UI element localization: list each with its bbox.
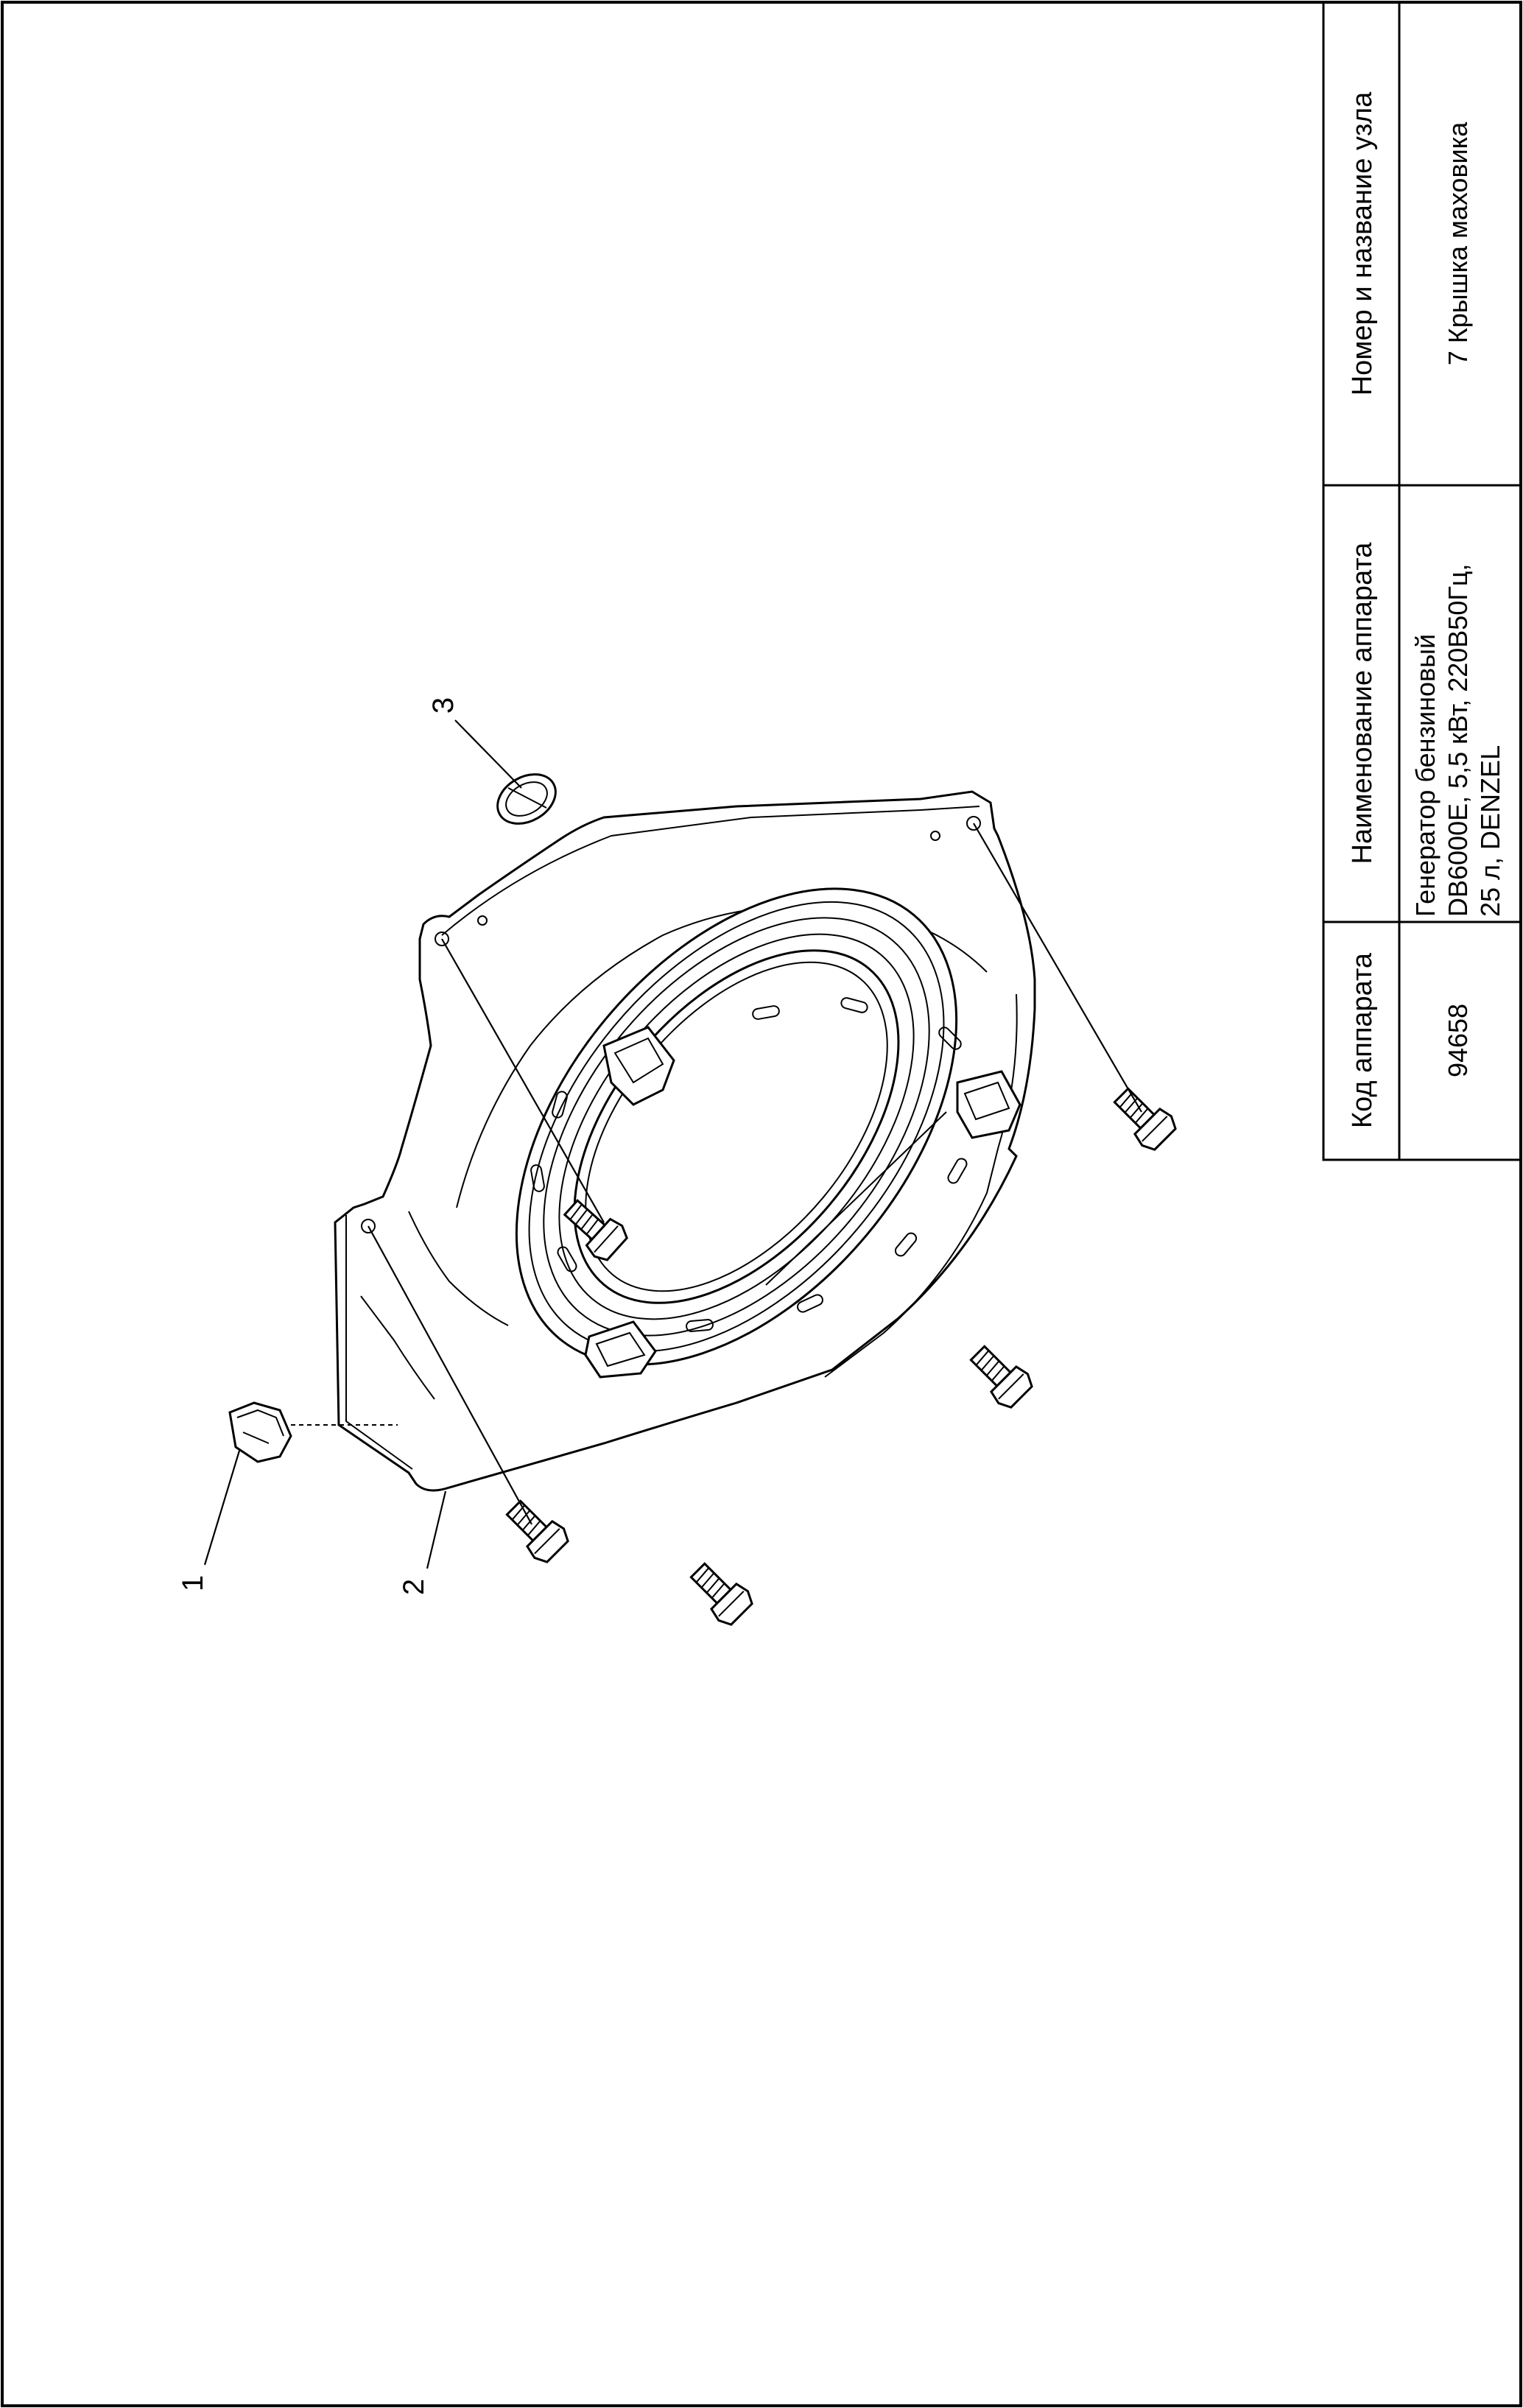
device-name-line-1: Генератор бензиновый [1410, 634, 1441, 917]
cover-ring-step-1 [528, 901, 945, 1353]
header-assembly-name: Номер и название узла [1347, 91, 1378, 395]
bolt-upper-right [1113, 1087, 1177, 1151]
callout-label-3: 3 [427, 697, 460, 714]
callout-2: 2 [398, 1490, 447, 1595]
cover-side-edge [824, 993, 1018, 1378]
cover-mounting-tab-bottom [584, 1320, 657, 1379]
cover-flange-edge [408, 1211, 509, 1326]
cover-mounting-holes [361, 816, 981, 1233]
clip [228, 1401, 398, 1463]
device-name-line-3: 25 л, DENZEL [1475, 745, 1505, 917]
cover-mounting-tab-right [956, 1070, 1021, 1139]
bolt-bottom [689, 1562, 753, 1626]
callout-1: 1 [177, 1450, 241, 1591]
flywheel-cover [334, 790, 1036, 1492]
bolt-middle-right [969, 1345, 1033, 1409]
title-block: Номер и название узла 7 Крышка маховика … [1322, 1, 1522, 1161]
cover-rim-lip [441, 806, 980, 936]
header-device-code: Код аппарата [1347, 952, 1378, 1128]
cover-inner-split-line [765, 1111, 947, 1286]
callout-3: 3 [427, 697, 522, 789]
assembly-lines [367, 823, 1142, 1525]
callout-label-1: 1 [177, 1575, 209, 1591]
plug [496, 773, 557, 825]
device-code-value: 94658 [1443, 1004, 1473, 1077]
bolt-lower-left [505, 1499, 569, 1563]
cover-ring-step-2 [543, 917, 930, 1337]
assembly-name-value: 7 Крышка маховика [1443, 122, 1473, 366]
bolt-upper-left [563, 1199, 628, 1261]
device-name-line-2: DB6000E, 5,5 кВт, 220В50Гц, [1443, 564, 1473, 917]
cover-mounting-tab-top [602, 1026, 675, 1106]
cover-lower-flange [345, 1215, 435, 1470]
header-device-name: Наименование аппарата [1347, 542, 1378, 865]
callout-label-2: 2 [398, 1579, 430, 1595]
